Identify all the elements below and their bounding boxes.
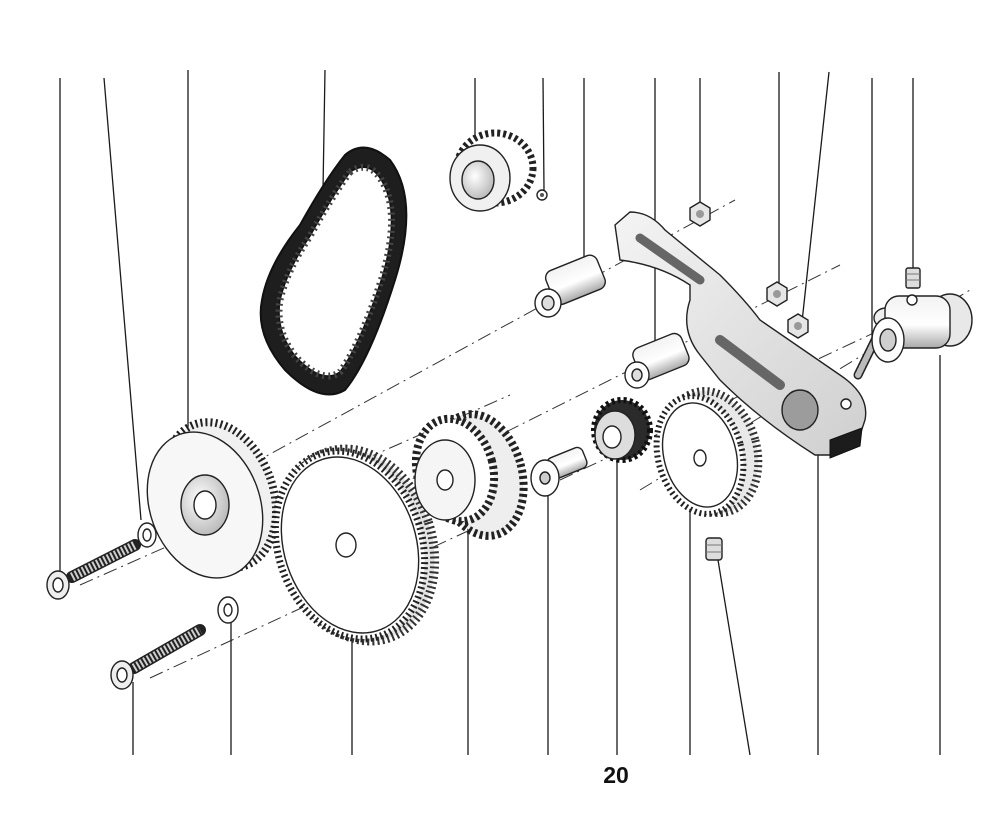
set-screw-bottom — [705, 537, 723, 561]
washer-lower — [217, 596, 239, 624]
spacer-upper — [534, 254, 606, 318]
set-screw-small — [536, 189, 548, 201]
large-pulley — [146, 418, 281, 579]
medium-gear — [653, 386, 763, 518]
clamp-hub — [871, 293, 973, 363]
nut-lower — [787, 313, 809, 339]
small-gear — [591, 397, 653, 463]
nut-middle — [766, 281, 788, 307]
washer-upper — [137, 522, 157, 548]
leader-lines-top — [59, 69, 914, 572]
spacer-lower — [624, 332, 690, 389]
toothed-belt — [259, 146, 408, 396]
large-gear — [271, 444, 440, 646]
quadrant-arm — [614, 211, 867, 459]
cap-screw-lower — [110, 624, 206, 690]
small-pulley — [449, 129, 537, 212]
figure-number: 20 — [603, 762, 629, 788]
set-screw-top — [905, 267, 921, 289]
double-gear — [411, 410, 528, 540]
nut-top — [689, 201, 711, 227]
cap-screw-upper — [46, 539, 141, 600]
stud-shaft — [530, 446, 588, 497]
